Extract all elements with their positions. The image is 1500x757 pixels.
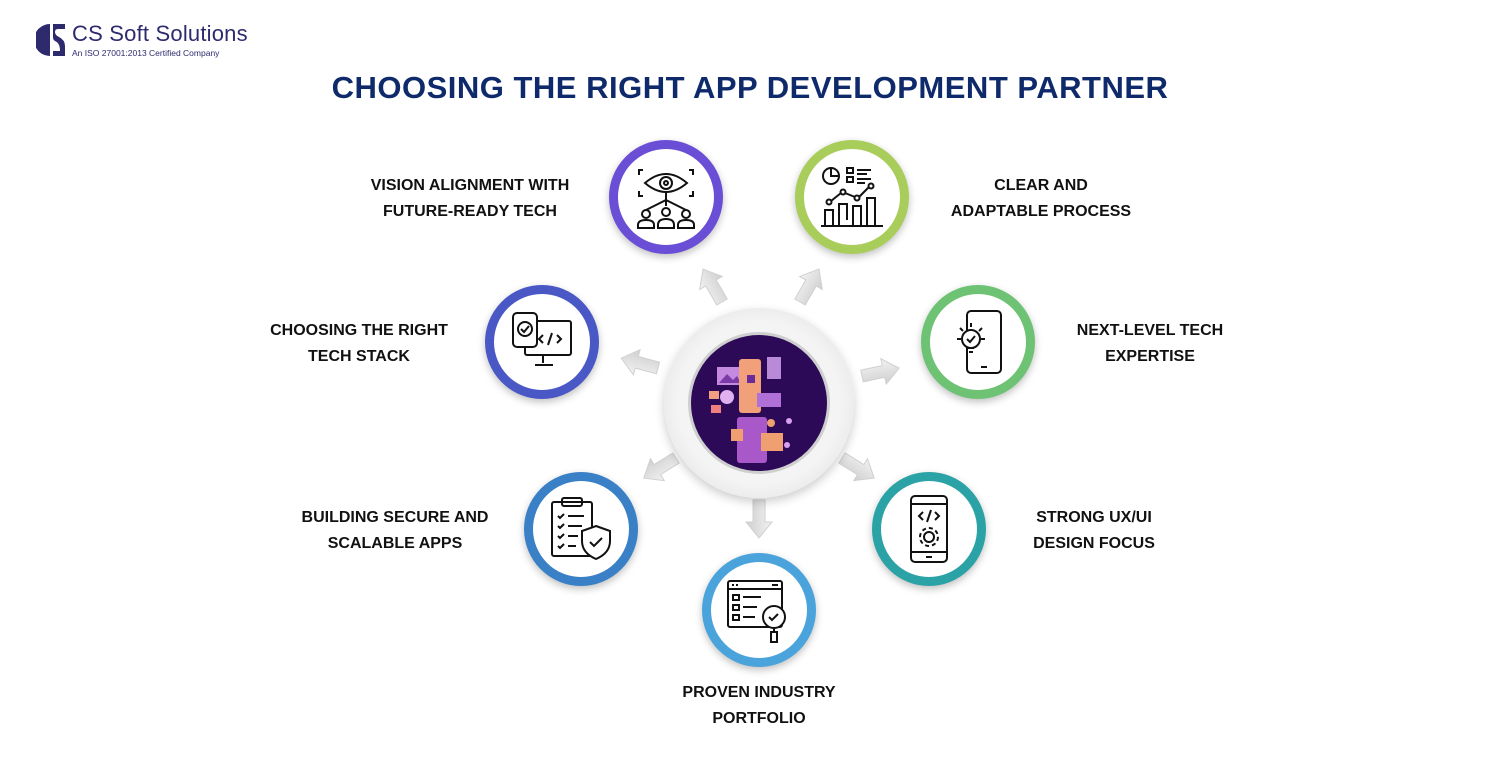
arrow-process [788, 262, 831, 309]
arrow-vision [691, 262, 734, 309]
phone-code-gear-icon [910, 495, 948, 563]
arrow-stack [617, 345, 662, 382]
node-clear-process [795, 140, 909, 254]
node-ux-ui [872, 472, 986, 586]
monitor-code-icon [512, 312, 572, 366]
browser-search-icon [727, 580, 786, 643]
clipboard-shield-icon [551, 497, 611, 561]
analytics-chart-icon [821, 167, 883, 227]
eye-team-icon [637, 169, 695, 229]
logo-tagline: An ISO 27001:2013 Certified Company [72, 47, 220, 58]
node-secure-scalable [524, 472, 638, 586]
node-tech-stack [485, 285, 599, 399]
node-portfolio [702, 553, 816, 667]
app-design-illustration-icon [688, 332, 830, 474]
node-tech-expertise [921, 285, 1035, 399]
phone-lightbulb-icon [957, 310, 1002, 374]
arrow-secure [636, 446, 684, 490]
page-title: CHOOSING THE RIGHT APP DEVELOPMENT PARTN… [331, 70, 1169, 105]
arrow-ux [834, 446, 882, 490]
central-hub [664, 308, 854, 498]
arrow-expertise [858, 354, 903, 390]
node-vision-alignment [609, 140, 723, 254]
arrow-portfolio [745, 499, 773, 539]
logo-mark-icon [36, 24, 65, 56]
logo-name: CS Soft Solutions [72, 20, 248, 46]
logo: CS Soft Solutions An ISO 27001:2013 Cert… [36, 22, 248, 58]
